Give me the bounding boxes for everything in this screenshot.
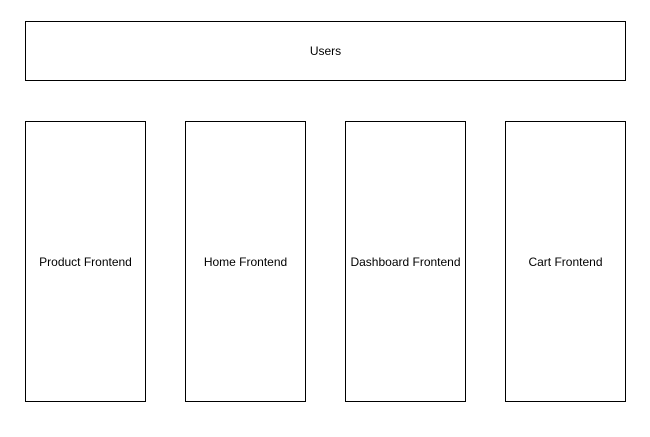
product-frontend-box: Product Frontend [25, 121, 146, 402]
users-label: Users [309, 44, 342, 58]
cart-frontend-label: Cart Frontend [528, 254, 603, 269]
product-frontend-label: Product Frontend [39, 254, 132, 269]
users-box: Users [25, 21, 626, 81]
home-frontend-box: Home Frontend [185, 121, 306, 402]
dashboard-frontend-label: Dashboard Frontend [350, 254, 461, 269]
home-frontend-label: Home Frontend [203, 254, 288, 269]
cart-frontend-box: Cart Frontend [505, 121, 626, 402]
dashboard-frontend-box: Dashboard Frontend [345, 121, 466, 402]
